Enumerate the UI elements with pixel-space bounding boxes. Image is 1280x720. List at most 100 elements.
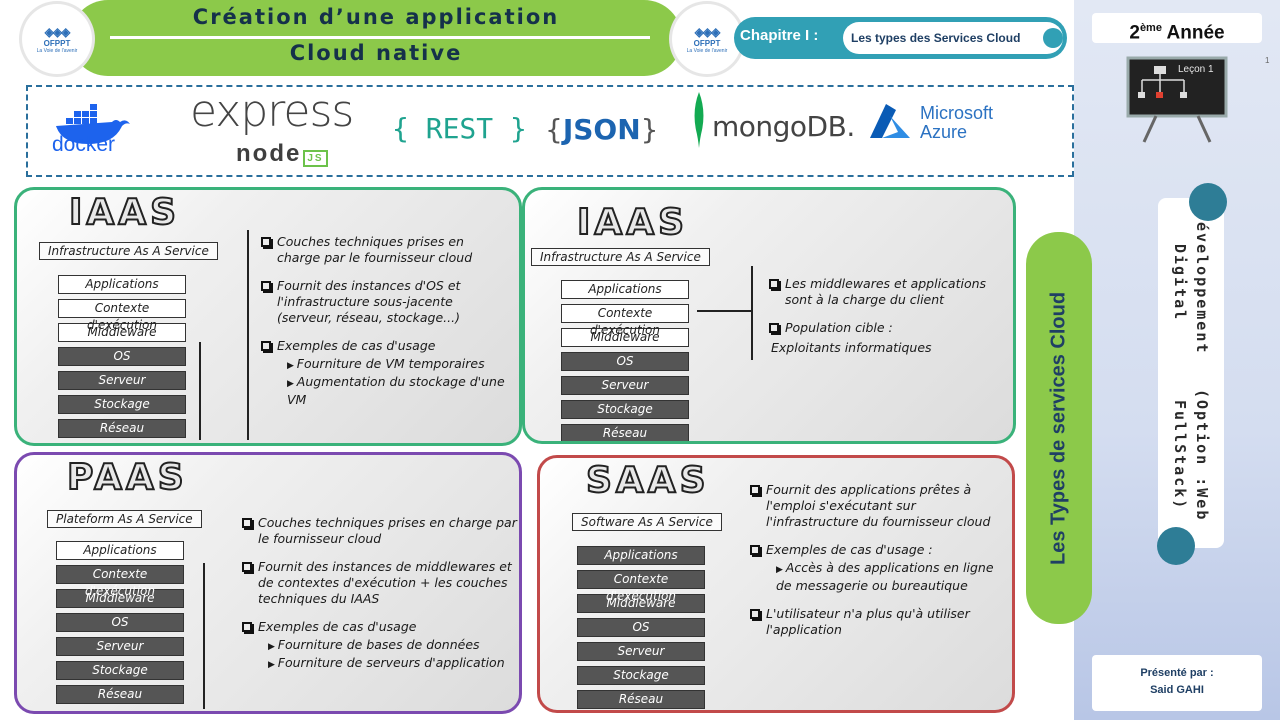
layer-serveur: Serveur (561, 376, 689, 395)
presented-by-label: Présenté par : (1140, 667, 1214, 679)
layer-reseau: Réseau (561, 424, 689, 441)
mongodb-leaf-icon (694, 92, 704, 148)
layer-os: OS (56, 613, 184, 632)
bullets: Couches techniques prises en charge par … (261, 234, 511, 408)
checkbox-icon (242, 622, 252, 632)
year-word: Année (1166, 22, 1225, 44)
bullet-text: Fournit des applications prêtes à l'empl… (766, 482, 991, 529)
checkbox-icon (242, 518, 252, 528)
bullets: Couches techniques prises en charge par … (242, 515, 517, 673)
ofppt-logo-left: ◈◈◈ OFPPT La Voie de l'avenir (22, 4, 92, 74)
layer-reseau: Réseau (56, 685, 184, 704)
layer-applications: Applications (58, 275, 186, 294)
azure-line1: Microsoft (920, 103, 994, 123)
bullet-item: Exemples de cas d'usage (261, 338, 511, 354)
bullet-item: Population cible : (769, 320, 1009, 336)
checkbox-icon (750, 485, 760, 495)
layer-stack: Applications Contexte d'exécution Middle… (577, 546, 705, 710)
bullet-item: Couches techniques prises en charge par … (261, 234, 511, 266)
bullet-text: Couches techniques prises en charge par … (258, 515, 517, 546)
express-logo-text: express (190, 86, 354, 137)
checkbox-icon (750, 545, 760, 555)
page-title-line2: Cloud native (289, 41, 463, 65)
layer-stockage: Stockage (561, 400, 689, 419)
layer-serveur: Serveur (577, 642, 705, 661)
checkbox-icon (261, 341, 271, 351)
sub-bullet: Accès à des applications en ligne de mes… (776, 560, 1002, 594)
iaas-card-2: IAAS Infrastructure As A Service Applica… (522, 187, 1016, 444)
layer-stockage: Stockage (56, 661, 184, 680)
card-title: IAAS (68, 191, 181, 234)
divider-line (751, 266, 753, 360)
card-subtitle: Plateform As A Service (47, 510, 202, 528)
layer-stack: Applications Contexte d'exécution Middle… (56, 541, 184, 709)
node-js-badge: JS (303, 150, 328, 167)
chapitre-value: Les types des Services Cloud (843, 22, 1063, 54)
paas-card: PAAS Plateform As A Service Applications… (14, 452, 522, 714)
checkbox-icon (769, 323, 779, 333)
lesson-label: Leçon 1 (1178, 64, 1214, 75)
sub-bullet: Fourniture de serveurs d'application (268, 655, 517, 673)
checkbox-icon (261, 237, 271, 247)
bullet-text: Fournit des instances d'OS et l'infrastr… (277, 278, 461, 325)
mongodb-logo-text: mongoDB. (712, 110, 855, 143)
rest-logo-text: { REST } (392, 112, 527, 145)
card-title: IAAS (576, 201, 689, 244)
program-box (1158, 198, 1224, 548)
layer-serveur: Serveur (58, 371, 186, 390)
bullet-text: Couches techniques prises en charge par … (277, 234, 473, 265)
ofppt-logo-right: ◈◈◈ OFPPT La Voie de l'avenir (672, 4, 742, 74)
node-logo-text: node (236, 140, 302, 167)
bullet-text: Exemples de cas d'usage (277, 338, 436, 353)
ofppt-mark-icon: ◈◈◈ (44, 24, 71, 39)
layer-os: OS (577, 618, 705, 637)
bullet-item: Exemples de cas d'usage (242, 619, 517, 635)
layer-middleware: Middleware (577, 594, 705, 613)
bullet-item: Fournit des instances d'OS et l'infrastr… (261, 278, 511, 326)
year-suffix: ème (1139, 22, 1162, 34)
layer-contexte: Contexte d'exécution (561, 304, 689, 337)
card-title: PAAS (66, 456, 188, 499)
decor-dot-bottom-icon (1157, 527, 1195, 565)
layer-middleware: Middleware (561, 328, 689, 347)
bullet-item: Fournit des applications prêtes à l'empl… (750, 482, 1002, 530)
bullets: Les middlewares et applications sont à l… (769, 276, 1009, 356)
checkbox-icon (769, 279, 779, 289)
lesson-board-icon (1126, 56, 1228, 143)
year-number: 2 (1129, 22, 1140, 44)
bullet-text: Exemples de cas d'usage : (766, 542, 933, 557)
layer-contexte: Contexte d'exécution (56, 565, 184, 598)
layer-applications: Applications (56, 541, 184, 560)
logo-name: OFPPT (43, 38, 71, 48)
json-logo: {JSON} (545, 113, 658, 146)
bullets: Fournit des applications prêtes à l'empl… (750, 482, 1002, 650)
presenter-box: Présenté par : Said GAHI (1092, 655, 1262, 711)
layer-stockage: Stockage (577, 666, 705, 685)
layer-reseau: Réseau (58, 419, 186, 438)
layer-contexte: Contexte d'exécution (577, 570, 705, 603)
layer-reseau: Réseau (577, 690, 705, 709)
page-title-line1: Création d’une application (192, 5, 560, 29)
page-number: 1 (1265, 56, 1270, 65)
layer-os: OS (561, 352, 689, 371)
layer-middleware: Middleware (58, 323, 186, 342)
bracket-line (199, 342, 201, 440)
card-subtitle: Infrastructure As A Service (531, 248, 710, 266)
logo-tagline: La Voie de l'avenir (686, 47, 728, 54)
title-divider (110, 36, 650, 39)
program-line1: Développement Digital (1171, 210, 1211, 355)
azure-icon (870, 104, 910, 138)
checkbox-icon (261, 281, 271, 291)
checkbox-icon (750, 609, 760, 619)
bullet-continuation: Exploitants informatiques (771, 340, 932, 355)
json-brace-close: } (640, 113, 659, 146)
layer-applications: Applications (561, 280, 689, 299)
sub-bullet: Augmentation du stockage d'une VM (287, 374, 511, 408)
iaas-card-1: IAAS Infrastructure As A Service Applica… (14, 187, 522, 446)
bullet-item: Exemples de cas d'usage : (750, 542, 1002, 558)
bullet-item: L'utilisateur n'a plus qu'à utiliser l'a… (750, 606, 1002, 638)
layer-serveur: Serveur (56, 637, 184, 656)
bullet-text: L'utilisateur n'a plus qu'à utiliser l'a… (766, 606, 970, 637)
